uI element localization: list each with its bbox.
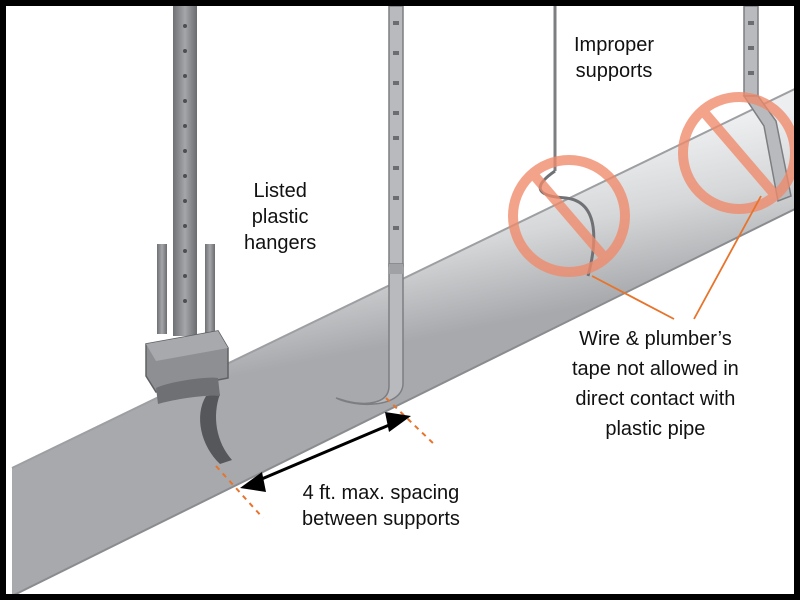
plumbers-tape-strap bbox=[743, 6, 759, 97]
j-hook-hanger bbox=[335, 263, 404, 406]
label-line: tape not allowed in bbox=[572, 358, 739, 380]
label-line: hangers bbox=[244, 232, 317, 254]
label-line: direct contact with bbox=[575, 388, 736, 410]
callout-line-wire bbox=[591, 275, 675, 320]
strap-holes bbox=[393, 21, 399, 230]
rod-holes bbox=[183, 24, 187, 303]
label-line: supports bbox=[575, 60, 653, 82]
support-marker-left bbox=[215, 465, 264, 519]
improper-supports-label: Improper supports bbox=[574, 32, 654, 84]
label-line: Listed bbox=[253, 180, 307, 202]
label-line: plastic pipe bbox=[605, 418, 706, 440]
clamp-bolt-right bbox=[205, 244, 215, 334]
label-line: Wire & plumber’s bbox=[579, 328, 732, 350]
clamp-band-top bbox=[156, 377, 220, 404]
label-line: plastic bbox=[251, 206, 309, 228]
clamp-band bbox=[200, 394, 232, 464]
prohibited-icon bbox=[508, 155, 630, 277]
pipe-top-edge bbox=[11, 88, 794, 469]
support-marker-right bbox=[385, 397, 437, 447]
clamp-bolt-left bbox=[157, 244, 167, 334]
label-line: 4 ft. max. spacing bbox=[302, 482, 460, 504]
double-arrow-icon bbox=[240, 412, 411, 492]
wire-tape-warning-label: Wire & plumber’s tape not allowed in dir… bbox=[572, 324, 739, 444]
prohibited-icon bbox=[678, 92, 794, 214]
label-line: Improper bbox=[574, 34, 655, 56]
pipe-bottom-edge bbox=[13, 208, 794, 594]
label-line: between supports bbox=[302, 508, 460, 530]
clamp-block-top bbox=[146, 331, 228, 361]
threaded-rod bbox=[173, 6, 197, 336]
listed-hangers-label: Listed plastic hangers bbox=[244, 178, 316, 256]
j-hook-bend bbox=[389, 264, 403, 274]
callout-line-tape bbox=[693, 195, 762, 320]
pipe-illustration bbox=[11, 6, 794, 594]
spacing-label: 4 ft. max. spacing between supports bbox=[302, 480, 460, 532]
tape-holes bbox=[748, 21, 754, 75]
